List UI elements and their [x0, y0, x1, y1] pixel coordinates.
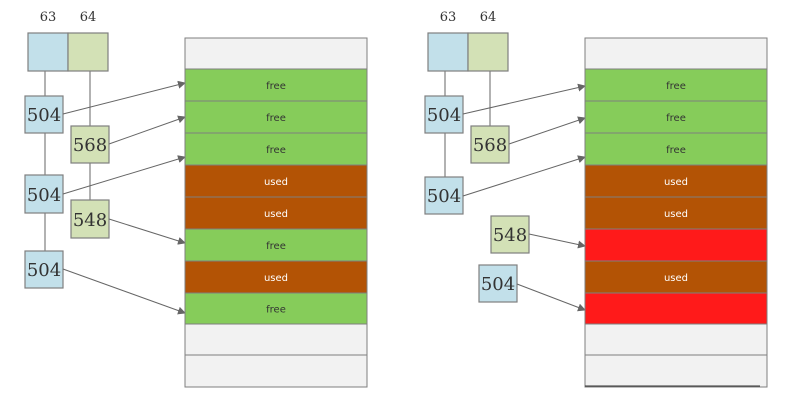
- svg-text:548: 548: [73, 210, 107, 231]
- right-chunk-504: 504: [424, 176, 464, 215]
- left-memory-block-empty: [184, 354, 368, 388]
- left-chunk-504: 504: [24, 174, 64, 214]
- right-memory-column: free free free used used used: [584, 37, 768, 388]
- svg-text:568: 568: [73, 135, 107, 156]
- right-memory-block-free: free: [584, 132, 768, 166]
- right-memory-block-used: used: [584, 164, 768, 198]
- right-memory-block-free: free: [584, 68, 768, 102]
- right-arrow: [516, 283, 586, 312]
- left-chunk-568: 568: [70, 125, 110, 164]
- right-chunk-568: 568: [470, 125, 510, 164]
- right-arrow: [462, 155, 586, 197]
- right-memory-block-removed: [584, 292, 768, 325]
- left-memory-block-label: free: [266, 81, 286, 92]
- left-memory-block-free: free: [184, 100, 368, 134]
- left-chunk-504: 504: [24, 250, 64, 289]
- left-memory-column: free free free used used free used free: [184, 37, 368, 388]
- right-chunk-548-detached: 548: [490, 215, 530, 254]
- left-arrow: [62, 80, 186, 115]
- right-memory-block-label: used: [664, 209, 688, 220]
- svg-text:504: 504: [27, 105, 61, 126]
- left-memory-block-label: free: [266, 145, 286, 156]
- left-memory-block-used: used: [184, 164, 368, 198]
- right-arrow: [508, 116, 586, 145]
- left-bin-64-index: 64: [80, 10, 97, 25]
- right-memory-block-label: free: [666, 81, 686, 92]
- right-memory-block-label: free: [666, 145, 686, 156]
- left-memory-block-free: free: [184, 292, 368, 325]
- left-arrow: [108, 218, 186, 245]
- left-memory-block-free: free: [184, 68, 368, 102]
- svg-text:504: 504: [481, 274, 515, 295]
- svg-text:568: 568: [473, 135, 507, 156]
- left-memory-block-label: free: [266, 241, 286, 252]
- right-memory-block-free: free: [584, 100, 768, 134]
- left-memory-block-used: used: [184, 196, 368, 230]
- svg-text:504: 504: [427, 186, 461, 207]
- right-memory-block-empty: [584, 37, 768, 70]
- left-arrow: [62, 268, 186, 315]
- left-panel: 63 64 504 568 504 548 504: [24, 10, 368, 388]
- right-bin-64-index: 64: [480, 10, 497, 25]
- right-memory-block-removed: [584, 228, 768, 262]
- left-bin-64-header: [67, 32, 109, 72]
- right-bin-63-header: [427, 32, 469, 72]
- left-memory-block-label: used: [264, 209, 288, 220]
- left-arrow: [62, 155, 186, 195]
- left-memory-block-label: used: [264, 273, 288, 284]
- left-bin-63-header: [27, 32, 69, 72]
- left-memory-block-free: free: [184, 132, 368, 166]
- left-memory-block-empty: [184, 323, 368, 356]
- svg-text:504: 504: [427, 105, 461, 126]
- left-chunk-548: 548: [70, 199, 110, 239]
- svg-text:504: 504: [27, 260, 61, 281]
- right-memory-block-empty: [584, 354, 768, 388]
- right-bin-64-header: [467, 32, 509, 72]
- left-memory-block-label: free: [266, 113, 286, 124]
- left-arrow: [108, 115, 186, 145]
- left-bin-63-index: 63: [40, 10, 57, 25]
- left-memory-block-used: used: [184, 260, 368, 294]
- right-memory-block-label: used: [664, 273, 688, 284]
- right-panel: 63 64 504 568 504 548 504: [424, 10, 768, 388]
- right-chunk-504: 504: [424, 95, 464, 134]
- right-bin-63-index: 63: [440, 10, 457, 25]
- right-memory-block-label: free: [666, 113, 686, 124]
- left-memory-block-label: used: [264, 177, 288, 188]
- right-arrow: [528, 233, 586, 249]
- right-memory-block-used: used: [584, 260, 768, 294]
- left-memory-block-empty: [184, 37, 368, 70]
- svg-text:548: 548: [493, 225, 527, 246]
- right-memory-block-used: used: [584, 196, 768, 230]
- right-arrow: [462, 83, 586, 115]
- svg-text:504: 504: [27, 185, 61, 206]
- left-chunk-504: 504: [24, 95, 64, 134]
- right-memory-block-empty: [584, 323, 768, 356]
- right-chunk-504-detached: 504: [478, 264, 518, 303]
- left-memory-block-free: free: [184, 228, 368, 262]
- right-memory-block-label: used: [664, 177, 688, 188]
- left-memory-block-label: free: [266, 305, 286, 316]
